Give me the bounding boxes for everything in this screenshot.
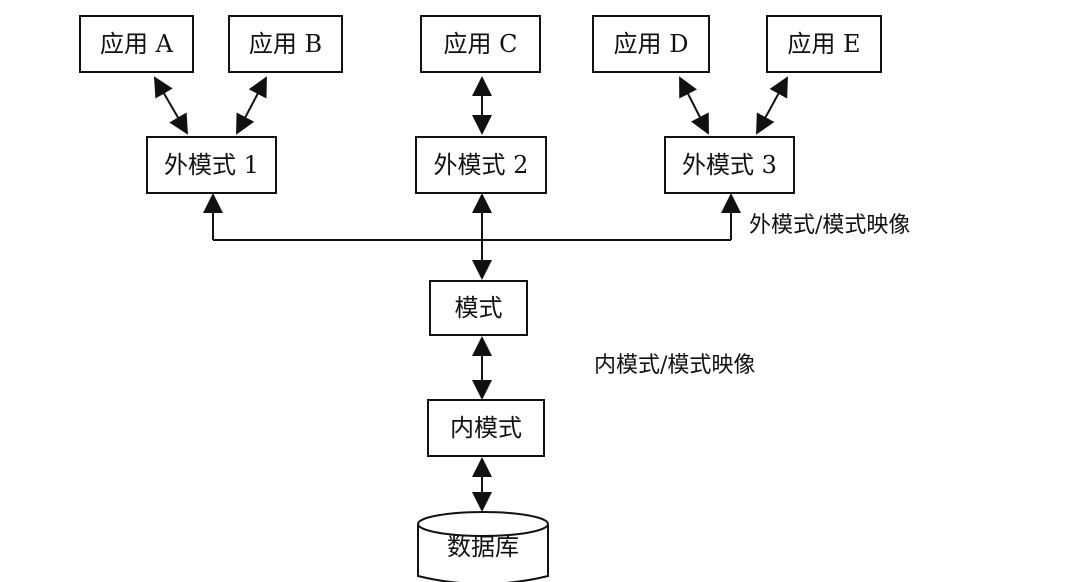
application-c-box: 应用 C <box>420 15 541 73</box>
external-schema-mapping-label: 外模式/模式映像 <box>749 213 911 238</box>
application-e-label: 应用 E <box>787 30 861 58</box>
application-a-box: 应用 A <box>79 15 194 73</box>
arrow-app-a-to-external-1 <box>153 76 189 135</box>
schema-label: 模式 <box>454 294 503 322</box>
application-a-label: 应用 A <box>100 30 173 58</box>
external-schema-2-label: 外模式 2 <box>433 151 529 179</box>
application-d-label: 应用 D <box>613 30 689 58</box>
application-e-box: 应用 E <box>766 15 882 73</box>
application-b-box: 应用 B <box>228 15 343 73</box>
external-schema-1-box: 外模式 1 <box>146 136 277 194</box>
arrow-app-e-to-external-3 <box>756 76 788 135</box>
database-label: 数据库 <box>447 533 519 561</box>
internal-schema-box: 内模式 <box>427 399 545 457</box>
database-cylinder <box>417 511 549 582</box>
internal-schema-label: 内模式 <box>450 414 522 442</box>
application-c-label: 应用 C <box>443 30 518 58</box>
internal-schema-mapping-label: 内模式/模式映像 <box>594 353 756 378</box>
external-schema-3-label: 外模式 3 <box>682 151 777 179</box>
arrow-app-b-to-external-1 <box>236 76 267 135</box>
arrow-app-d-to-external-3 <box>679 76 709 135</box>
application-b-label: 应用 B <box>248 30 323 58</box>
schema-box: 模式 <box>429 280 528 336</box>
external-schema-2-box: 外模式 2 <box>415 136 547 194</box>
application-d-box: 应用 D <box>592 15 710 73</box>
external-schema-3-box: 外模式 3 <box>664 136 795 194</box>
external-schema-1-label: 外模式 1 <box>164 151 259 179</box>
